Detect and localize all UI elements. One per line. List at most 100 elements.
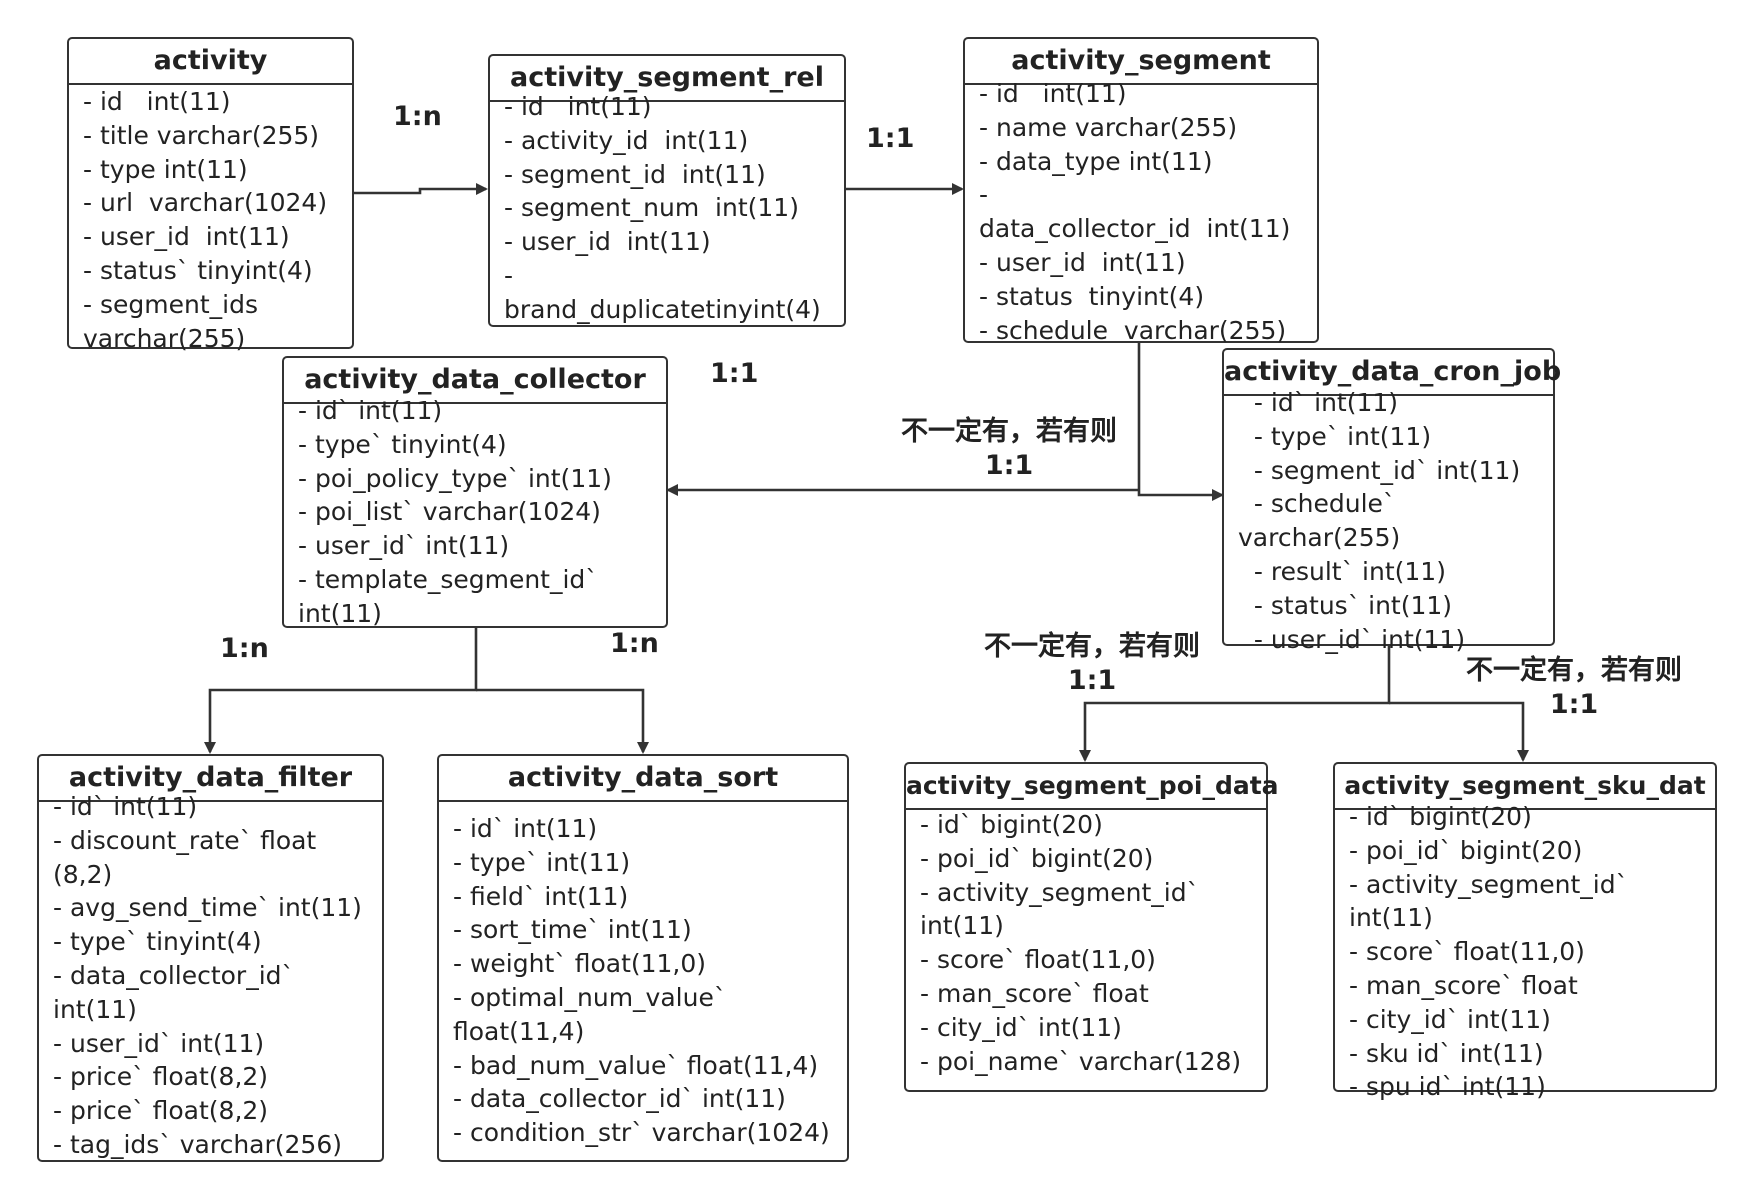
entity-field: - optimal_num_value` <box>453 982 727 1012</box>
entity-title: activity_data_collector <box>284 358 666 404</box>
entity-fields: - id int(11)- activity_id int(11)- segme… <box>490 90 844 327</box>
entity-field: - man_score` float <box>920 978 1149 1008</box>
entity-fields: - id int(11) - name varchar(255) - data_ty… <box>965 77 1317 347</box>
connector-cronjob-to-poi <box>1079 646 1391 762</box>
entity-field: - field` int(11) <box>453 881 629 911</box>
relation-label-line2: 1:1 <box>984 450 1034 481</box>
entity-field: - condition_str` varchar(1024) <box>453 1118 830 1148</box>
relation-label-line1: 不一定有，若有则 <box>984 631 1200 662</box>
entity-field: (8,2) <box>53 859 113 889</box>
entity-field: - activity_id int(11) <box>504 125 749 155</box>
entity-field: - status` tinyint(4) <box>83 255 313 285</box>
entity-field: - <box>504 260 514 290</box>
entity-field: - segment_ids <box>83 289 258 319</box>
entity-field: - name varchar(255) <box>979 112 1238 142</box>
entity-field: - tag_ids` varchar(256) <box>53 1129 343 1159</box>
relation-label-line2: 1:1 <box>1067 665 1117 696</box>
entity-field: - status tinyint(4) <box>979 281 1205 311</box>
relation-label-collector-sort: 1:n <box>610 628 659 659</box>
entity-field: float(11,4) <box>453 1016 585 1046</box>
relation-label-cronjob-sku: 不一定有，若有则 1:1 <box>1465 654 1683 722</box>
entity-fields: - id` int(11) - type` int(11) - segment_… <box>1224 386 1553 656</box>
entity-field: - data_collector_id` <box>53 960 295 990</box>
entity-field: - id` int(11) <box>453 814 598 843</box>
entity-field: data_collector_id int(11) <box>979 214 1291 244</box>
entity-field: - score` float(11,0) <box>1349 937 1585 967</box>
entity-field: - template_segment_id` <box>298 564 598 594</box>
entity-field: - poi_list` varchar(1024) <box>298 497 601 527</box>
entity-field: int(11) <box>298 598 382 628</box>
connector-activity-to-rel <box>352 183 488 195</box>
entity-field: - segment_id int(11) <box>504 159 766 189</box>
entity-field: - city_id` int(11) <box>920 1012 1122 1042</box>
entity-activity-data-cron-job: activity_data_cron_job - id` int(11) - t… <box>1222 348 1561 654</box>
entity-field: - spu id` int(11) <box>1349 1072 1546 1102</box>
entity-field: - user_id` int(11) <box>298 531 510 561</box>
entity-field: - schedule` <box>1238 489 1396 519</box>
relation-label-line2: 1:1 <box>1549 689 1599 720</box>
relation-label-collector-filter: 1:n <box>220 633 269 664</box>
entity-field: - segment_num int(11) <box>504 193 799 223</box>
entity-field: - user_id` int(11) <box>53 1028 265 1058</box>
entity-activity-segment-rel: activity_segment_rel - id int(11)- activ… <box>488 54 846 327</box>
entity-field: - user_id int(11) <box>979 247 1186 277</box>
entity-field: - schedule varchar(255) <box>979 315 1287 345</box>
entity-field: - <box>979 180 989 210</box>
entity-activity-data-sort: activity_data_sort - id` int(11)- type` … <box>437 754 849 1162</box>
entity-title: activity_segment_rel <box>490 56 844 102</box>
entity-field: - type` int(11) <box>453 847 631 877</box>
entity-fields: - id int(11)- title varchar(255)- type i… <box>69 85 352 355</box>
entity-field: - weight` float(11,0) <box>453 949 707 979</box>
entity-field: int(11) <box>1349 903 1433 933</box>
entity-field: - city_id` int(11) <box>1349 1004 1551 1034</box>
entity-field: - poi_id` bigint(20) <box>1349 835 1583 865</box>
entity-activity-segment-poi-data: activity_segment_poi_data - id` bigint(2… <box>904 762 1279 1092</box>
entity-field: - data_type int(11) <box>979 146 1213 176</box>
entity-field: - user_id int(11) <box>504 227 711 257</box>
entity-field: - url varchar(1024) <box>83 188 328 218</box>
entity-field: int(11) <box>53 994 137 1024</box>
entity-field: - id int(11) <box>83 87 231 116</box>
entity-field: - poi_name` varchar(128) <box>920 1046 1242 1076</box>
relation-label-rel-segment: 1:1 <box>866 123 915 154</box>
entity-field: - id int(11) <box>979 79 1127 108</box>
entity-title: activity_segment_poi_data <box>906 764 1279 810</box>
entity-title: activity_segment_sku_dat <box>1335 764 1715 810</box>
entity-field: - discount_rate` float <box>53 825 317 855</box>
entity-field: - type` tinyint(4) <box>53 927 262 957</box>
entity-title: activity_data_filter <box>39 756 382 802</box>
entity-title: activity <box>69 39 352 85</box>
entity-fields: - id` bigint(20)- poi_id` bigint(20)- ac… <box>906 808 1266 1078</box>
entity-title: activity_data_cron_job <box>1224 350 1561 396</box>
entity-field: varchar(255) <box>83 323 246 353</box>
entity-field: - sort_time` int(11) <box>453 915 692 945</box>
relation-label-cronjob-poi: 不一定有，若有则 1:1 <box>983 630 1201 698</box>
entity-field: - user_id` int(11) <box>1238 624 1466 654</box>
entity-field: - price` float(8,2) <box>53 1096 269 1126</box>
relation-label-activity-rel: 1:n <box>393 101 442 132</box>
entity-field: - man_score` float <box>1349 970 1578 1000</box>
entity-field: varchar(255) <box>1238 523 1401 553</box>
entity-activity-segment-sku-data: activity_segment_sku_dat - id` bigint(20… <box>1333 762 1717 1101</box>
entity-field: - id` int(11) <box>298 396 443 425</box>
entity-activity-segment: activity_segment - id int(11) - name varc… <box>963 37 1319 345</box>
entity-field: - activity_segment_id` <box>1349 869 1629 899</box>
entity-field: - data_collector_id` int(11) <box>453 1084 786 1114</box>
entity-field: - sku id` int(11) <box>1349 1038 1544 1068</box>
connector-segment-to-cronjob <box>1137 343 1224 501</box>
entity-field: - type` int(11) <box>1238 421 1432 451</box>
entity-field: - user_id int(11) <box>83 222 290 252</box>
entity-title: activity_segment <box>965 39 1317 85</box>
entity-activity-data-collector: activity_data_collector - id` int(11) - t… <box>282 356 668 628</box>
connector-cronjob-to-sku <box>1389 701 1529 762</box>
relation-label-line1: 不一定有，若有则 <box>1466 655 1682 686</box>
entity-activity: activity - id int(11)- title varchar(255… <box>67 37 354 353</box>
entity-fields: - id` bigint(20)- poi_id` bigint(20)- ac… <box>1335 800 1715 1104</box>
entity-field: - poi_policy_type` int(11) <box>298 463 612 493</box>
entity-field: - status` int(11) <box>1238 590 1453 620</box>
entity-field: - segment_id` int(11) <box>1238 455 1521 485</box>
entity-field: - id` bigint(20) <box>920 810 1103 839</box>
relation-label-line1: 不一定有，若有则 <box>901 416 1117 447</box>
